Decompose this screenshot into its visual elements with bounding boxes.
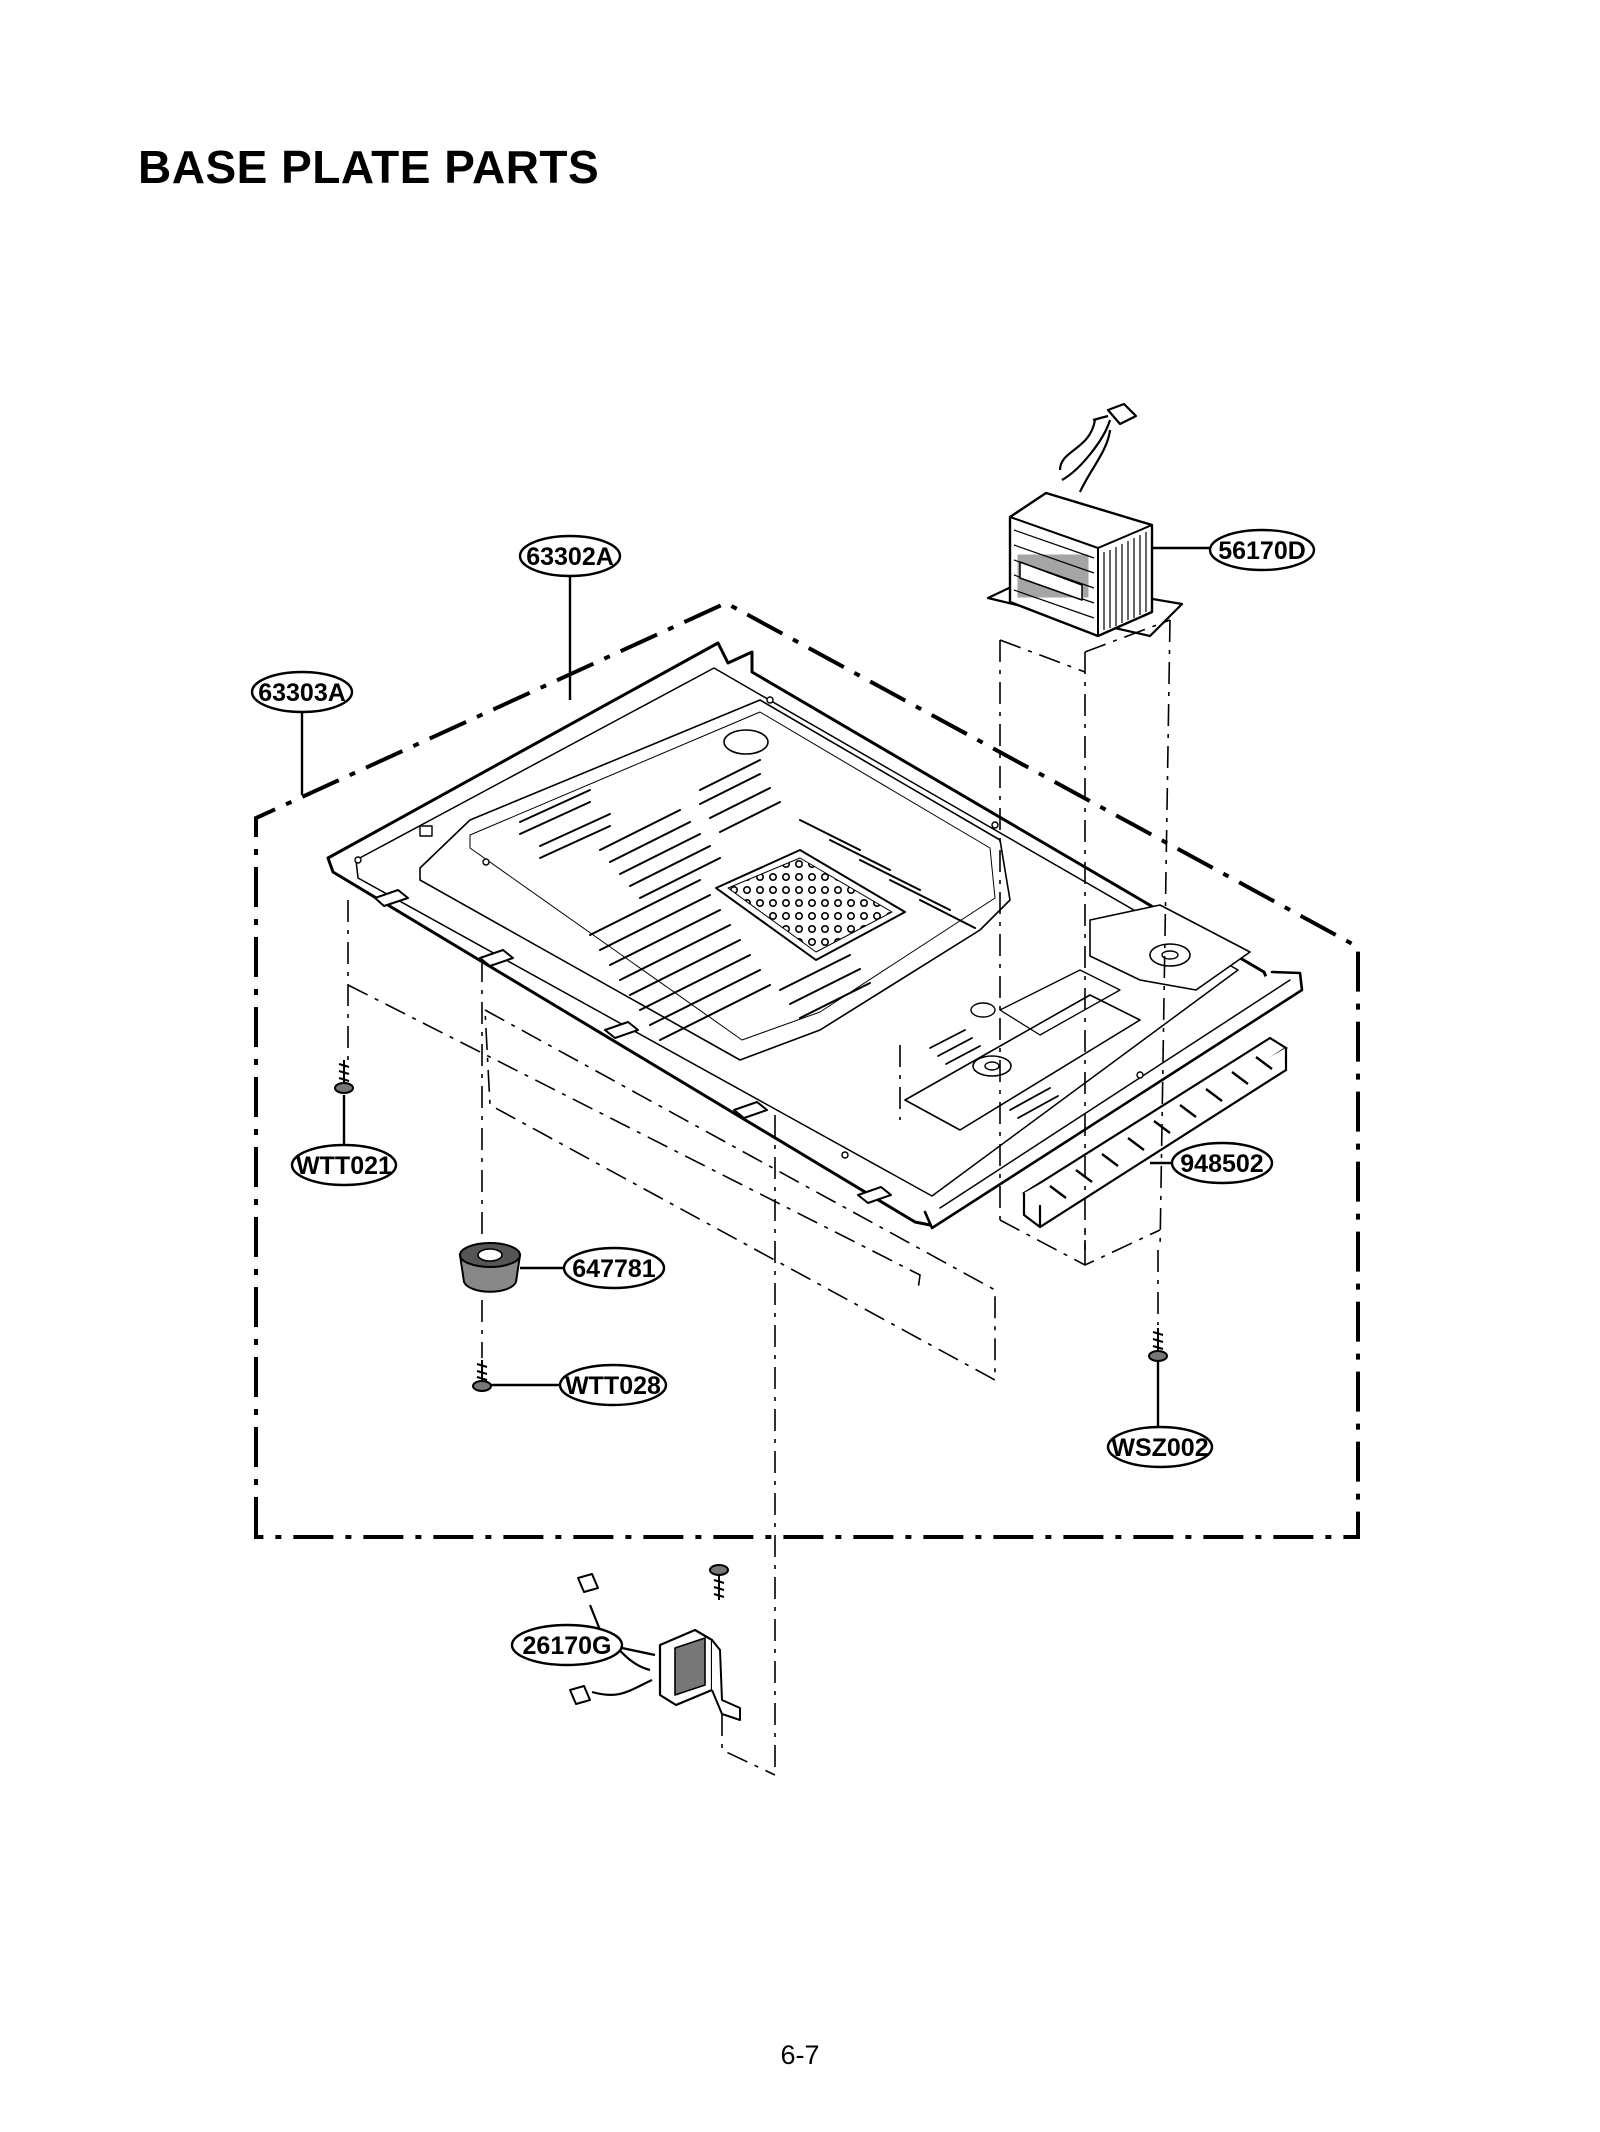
label-text: 63303A	[258, 679, 346, 707]
label-text: 63302A	[526, 543, 614, 571]
assembly-boundary	[254, 600, 1360, 1539]
part-label-wsz002: WSZ002	[1106, 1425, 1214, 1469]
page-number: 6-7	[780, 2040, 820, 2070]
label-text: 56170D	[1218, 537, 1306, 565]
transformer-part	[986, 402, 1184, 638]
screw-wsz002	[1148, 1328, 1168, 1362]
part-label-63302a: 63302A	[518, 534, 622, 578]
label-text: 26170G	[523, 1632, 612, 1660]
foot-part	[458, 1242, 522, 1293]
screw-26170g	[709, 1564, 729, 1600]
label-text: WTT028	[565, 1372, 661, 1400]
part-label-26170g: 26170G	[510, 1623, 624, 1667]
part-label-948502: 948502	[1170, 1141, 1274, 1185]
screw-wtt028	[472, 1360, 492, 1392]
strip-part	[1022, 1036, 1289, 1229]
label-text: WSZ002	[1111, 1434, 1208, 1462]
label-text: 647781	[572, 1255, 656, 1283]
part-label-63303a: 63303A	[250, 670, 354, 714]
page-title: BASE PLATE PARTS	[138, 141, 600, 193]
part-label-56170d: 56170D	[1208, 528, 1316, 572]
label-text: 948502	[1180, 1150, 1263, 1178]
alignment-lines	[347, 619, 1171, 1776]
label-text: WTT021	[296, 1152, 392, 1180]
part-label-647781: 647781	[562, 1246, 666, 1290]
leader-lines	[300, 546, 1210, 1657]
base-plate	[326, 641, 1304, 1230]
part-label-wtt021: WTT021	[290, 1143, 398, 1187]
small-transformer-part	[569, 1573, 741, 1721]
screw-wtt021	[334, 1060, 354, 1094]
part-label-wtt028: WTT028	[558, 1363, 668, 1407]
